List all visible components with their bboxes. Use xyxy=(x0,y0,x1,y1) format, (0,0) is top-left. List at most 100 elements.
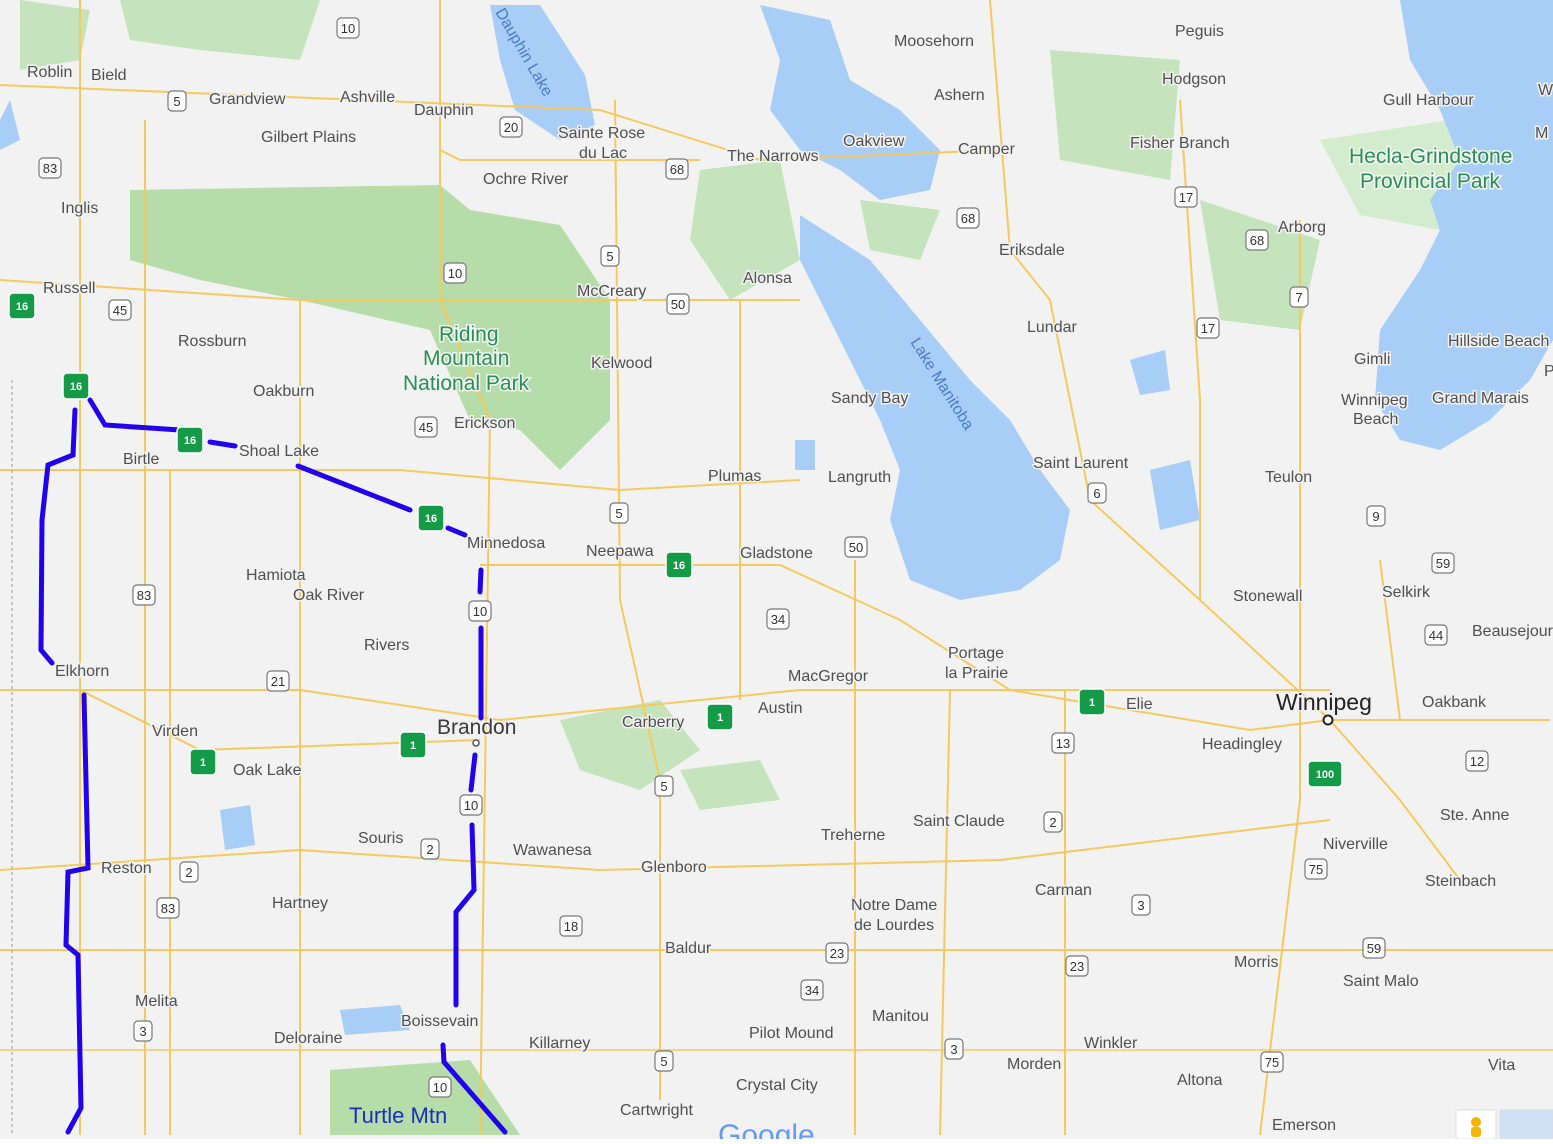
route-segment-16-c[interactable] xyxy=(295,463,413,513)
place-label-fisher-branch[interactable]: Fisher Branch xyxy=(1129,134,1232,154)
route-shield-3[interactable]: 3 xyxy=(133,1020,153,1042)
place-label-carberry[interactable]: Carberry xyxy=(621,713,686,733)
place-label-winnipeg-beach-2[interactable]: Beach xyxy=(1352,410,1400,430)
place-label-oakburn[interactable]: Oakburn xyxy=(252,382,316,402)
place-label-elie[interactable]: Elie xyxy=(1125,695,1155,715)
place-label-oak-lake[interactable]: Oak Lake xyxy=(232,761,304,781)
place-label-the-narrows[interactable]: The Narrows xyxy=(726,147,821,167)
place-label-deloraine[interactable]: Deloraine xyxy=(273,1029,345,1049)
place-label-notre-dame-1[interactable]: Notre Dame xyxy=(850,896,939,916)
place-label-boissevain[interactable]: Boissevain xyxy=(400,1012,480,1032)
place-label-erickson[interactable]: Erickson xyxy=(453,414,517,434)
route-shield-23[interactable]: 23 xyxy=(825,942,849,964)
route-shield-10[interactable]: 10 xyxy=(443,262,467,284)
park-label-hecla-1[interactable]: Provincial Park xyxy=(1359,169,1503,195)
place-label-neepawa[interactable]: Neepawa xyxy=(585,542,656,562)
place-label-kelwood[interactable]: Kelwood xyxy=(590,354,654,374)
place-label-camper[interactable]: Camper xyxy=(957,140,1018,160)
place-label-glenboro[interactable]: Glenboro xyxy=(640,858,709,878)
place-label-ashern[interactable]: Ashern xyxy=(933,86,987,106)
route-shield-34[interactable]: 34 xyxy=(800,979,824,1001)
trans-canada-shield-16[interactable]: 16 xyxy=(8,292,36,320)
place-label-ste-anne[interactable]: Ste. Anne xyxy=(1439,806,1511,826)
place-label-wawanesa[interactable]: Wawanesa xyxy=(512,841,594,861)
trans-canada-shield-1[interactable]: 1 xyxy=(399,731,427,759)
trans-canada-shield-16[interactable]: 16 xyxy=(176,426,204,454)
place-label-vita[interactable]: Vita xyxy=(1487,1056,1517,1076)
place-label-baldur[interactable]: Baldur xyxy=(664,939,714,959)
route-shield-6[interactable]: 6 xyxy=(1087,482,1107,504)
place-label-crystal-city[interactable]: Crystal City xyxy=(735,1076,820,1096)
place-label-headingley[interactable]: Headingley xyxy=(1201,735,1284,755)
place-label-carman[interactable]: Carman xyxy=(1034,881,1094,901)
place-label-gilbert-plains[interactable]: Gilbert Plains xyxy=(260,128,358,148)
trans-canada-shield-16[interactable]: 16 xyxy=(417,504,445,532)
city-label-winnipeg[interactable]: Winnipeg xyxy=(1275,688,1374,717)
park-label-riding-mountain-1[interactable]: Mountain xyxy=(422,346,511,372)
place-label-arborg[interactable]: Arborg xyxy=(1277,218,1328,238)
place-label-saint-claude[interactable]: Saint Claude xyxy=(912,812,1007,832)
route-shield-5[interactable]: 5 xyxy=(167,90,187,112)
place-label-oakview[interactable]: Oakview xyxy=(842,132,907,152)
route-segment-10-c[interactable] xyxy=(468,752,478,793)
brandon-marker[interactable] xyxy=(472,739,480,747)
place-label-notre-dame-2[interactable]: de Lourdes xyxy=(853,916,936,936)
route-shield-5[interactable]: 5 xyxy=(654,775,674,797)
route-shield-13[interactable]: 13 xyxy=(1051,732,1075,754)
highlighted-routes[interactable] xyxy=(38,397,508,1135)
place-label-beausejour[interactable]: Beausejour xyxy=(1471,622,1553,642)
place-label-grandview[interactable]: Grandview xyxy=(208,90,288,110)
place-label-stonewall[interactable]: Stonewall xyxy=(1232,587,1304,607)
place-label-niverville[interactable]: Niverville xyxy=(1322,835,1390,855)
route-shield-44[interactable]: 44 xyxy=(1424,624,1448,646)
place-label-altona[interactable]: Altona xyxy=(1176,1071,1224,1091)
place-label-reston[interactable]: Reston xyxy=(100,859,154,879)
place-label-p-edge[interactable]: P xyxy=(1543,362,1553,382)
place-label-mccreary[interactable]: McCreary xyxy=(576,282,648,302)
map-layer-thumbnail[interactable] xyxy=(1499,1109,1553,1140)
route-shield-50[interactable]: 50 xyxy=(844,536,868,558)
route-shield-17[interactable]: 17 xyxy=(1196,317,1220,339)
place-label-ashville[interactable]: Ashville xyxy=(339,88,397,108)
trans-canada-shield-1[interactable]: 1 xyxy=(189,748,217,776)
place-label-grand-marais[interactable]: Grand Marais xyxy=(1431,389,1531,409)
trans-canada-shield-16[interactable]: 16 xyxy=(665,551,693,579)
winnipeg-marker[interactable] xyxy=(1322,714,1334,726)
route-shield-20[interactable]: 20 xyxy=(499,116,523,138)
route-shield-83[interactable]: 83 xyxy=(156,897,180,919)
place-label-dauphin[interactable]: Dauphin xyxy=(413,101,476,121)
place-label-winkler[interactable]: Winkler xyxy=(1083,1034,1140,1054)
place-label-rossburn[interactable]: Rossburn xyxy=(177,332,248,352)
place-label-gimli[interactable]: Gimli xyxy=(1353,350,1392,370)
route-shield-17[interactable]: 17 xyxy=(1174,186,1198,208)
route-shield-5[interactable]: 5 xyxy=(600,245,620,267)
place-label-roblin[interactable]: Roblin xyxy=(26,63,74,83)
place-label-peguis[interactable]: Peguis xyxy=(1174,22,1226,42)
route-shield-3[interactable]: 3 xyxy=(1131,894,1151,916)
route-shield-21[interactable]: 21 xyxy=(266,670,290,692)
place-label-hamiota[interactable]: Hamiota xyxy=(245,566,308,586)
route-shield-18[interactable]: 18 xyxy=(559,915,583,937)
place-label-birtle[interactable]: Birtle xyxy=(122,450,162,470)
place-label-austin[interactable]: Austin xyxy=(757,699,804,719)
route-shield-75[interactable]: 75 xyxy=(1260,1051,1284,1073)
place-label-souris[interactable]: Souris xyxy=(357,829,405,849)
trans-canada-shield-100[interactable]: 100 xyxy=(1307,760,1343,788)
place-label-bield[interactable]: Bield xyxy=(90,66,129,86)
place-label-lundar[interactable]: Lundar xyxy=(1026,318,1079,338)
place-label-elkhorn[interactable]: Elkhorn xyxy=(54,662,111,682)
place-label-hillside-beach[interactable]: Hillside Beach xyxy=(1447,332,1551,352)
place-label-plumas[interactable]: Plumas xyxy=(707,467,763,487)
place-label-manitou[interactable]: Manitou xyxy=(871,1007,931,1027)
route-shield-9[interactable]: 9 xyxy=(1366,505,1386,527)
place-label-sainte-rose-1[interactable]: Sainte Rose xyxy=(557,124,647,144)
place-label-saint-malo[interactable]: Saint Malo xyxy=(1342,972,1421,992)
route-segment-west-1[interactable] xyxy=(38,407,78,666)
place-label-morris[interactable]: Morris xyxy=(1233,953,1280,973)
place-label-melita[interactable]: Melita xyxy=(134,992,180,1012)
place-label-saint-laurent[interactable]: Saint Laurent xyxy=(1032,454,1131,474)
route-shield-45[interactable]: 45 xyxy=(414,416,438,438)
route-segment-10-a[interactable] xyxy=(477,567,484,595)
